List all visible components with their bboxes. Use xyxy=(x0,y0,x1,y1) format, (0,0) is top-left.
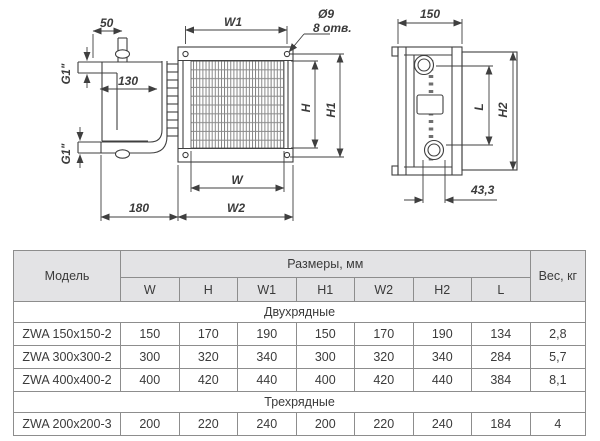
dim-label-150: 150 xyxy=(420,7,440,21)
dim-label-l: L xyxy=(472,103,486,110)
mounting-hole-icon xyxy=(182,151,189,159)
return-pipe xyxy=(77,129,168,159)
model-cell: ZWA 150x150-2 xyxy=(13,322,121,346)
col-header-h2: H2 xyxy=(412,277,472,302)
side-view xyxy=(391,46,518,176)
col-header-model: Модель xyxy=(13,250,121,302)
dim-label-g1-bottom: G1" xyxy=(61,143,73,164)
col-header-sizes: Размеры, мм xyxy=(120,250,531,278)
col-header-w1: W1 xyxy=(237,277,297,302)
dim-label-hole-dia: Ø9 xyxy=(318,7,334,21)
heater-dimension-drawing: 50 G1" 130 G1" 180 W W2 W1 Ø9 8 отв. H H… xyxy=(61,7,518,221)
col-header-w2: W2 xyxy=(354,277,414,302)
tube-bends xyxy=(166,63,179,137)
section-row-two-row: Двухрядные xyxy=(12,301,587,323)
model-cell: ZWA 400x400-2 xyxy=(13,368,121,392)
side-plate xyxy=(461,51,518,171)
col-header-w: W xyxy=(120,277,180,302)
mounting-hole-icon xyxy=(182,50,189,58)
section-row-three-row: Трехрядные xyxy=(12,391,587,413)
dimensions-table: Модель Размеры, мм Вес, кг W H W1 H1 W2 … xyxy=(12,250,587,436)
dim-label-h2: H2 xyxy=(496,102,510,118)
table-row: ZWA 400x400-2 400 420 440 400 420 440 38… xyxy=(13,368,587,392)
dim-label-433: 43,3 xyxy=(470,183,495,197)
table-row: ZWA 200x200-3 200 220 240 200 220 240 18… xyxy=(13,412,587,436)
dim-label-h: H xyxy=(299,103,313,112)
dim-label-w2: W2 xyxy=(227,201,245,215)
table-row: ZWA 150x150-2 150 170 190 150 170 190 13… xyxy=(13,322,587,346)
dim-label-50: 50 xyxy=(100,16,114,30)
model-cell: ZWA 200x200-3 xyxy=(13,412,121,436)
weight-cell: 2,8 xyxy=(529,322,587,346)
weight-cell: 5,7 xyxy=(529,345,587,369)
mounting-hole-icon xyxy=(283,151,291,159)
col-header-l: L xyxy=(471,277,531,302)
col-header-weight: Вес, кг xyxy=(529,250,587,302)
table-row: ZWA 300x300-2 300 320 340 300 320 340 28… xyxy=(13,345,587,369)
union-nut-icon xyxy=(114,149,131,159)
union-nut-icon xyxy=(114,49,131,59)
supply-pipe xyxy=(77,37,162,141)
weight-cell: 8,1 xyxy=(529,368,587,392)
pipe-connection-icon xyxy=(413,54,435,76)
fitting-box xyxy=(416,94,444,115)
dim-label-g1-top: G1" xyxy=(61,63,73,84)
mounting-hole-icon xyxy=(283,50,291,58)
model-cell: ZWA 300x300-2 xyxy=(13,345,121,369)
weight-cell: 4 xyxy=(529,412,587,436)
dim-label-w1: W1 xyxy=(224,15,242,29)
section-label: Двухрядные xyxy=(12,301,587,323)
dim-label-130: 130 xyxy=(118,74,138,88)
section-label: Трехрядные xyxy=(12,391,587,413)
col-header-h: H xyxy=(178,277,238,302)
col-header-h1: H1 xyxy=(295,277,355,302)
dim-label-hole-count: 8 отв. xyxy=(313,21,352,35)
side-view-dimensions xyxy=(397,19,517,204)
pipe-connection-icon xyxy=(423,139,445,161)
front-view-dimensions xyxy=(76,26,344,221)
dim-label-h1: H1 xyxy=(324,102,338,118)
fin-pack xyxy=(190,60,285,149)
technical-drawing: 50 G1" 130 G1" 180 W W2 W1 Ø9 8 отв. H H… xyxy=(61,7,518,221)
front-view xyxy=(77,37,294,163)
dim-label-180: 180 xyxy=(129,201,149,215)
dim-label-w: W xyxy=(231,173,244,187)
